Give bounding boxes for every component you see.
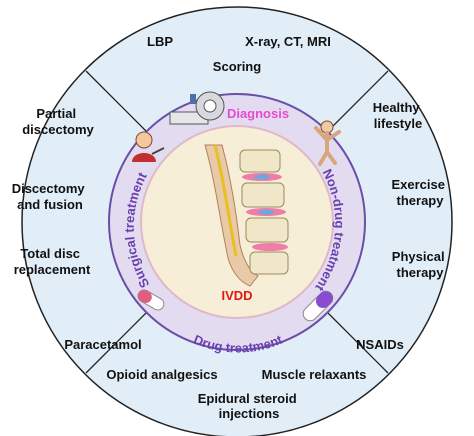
drug-item: Opioid analgesics bbox=[106, 367, 217, 382]
drug-item: NSAIDs bbox=[356, 337, 404, 352]
surgical-item: Total disc replacement bbox=[14, 246, 91, 277]
spine-illustration bbox=[204, 144, 289, 287]
drug-item: Epidural steroid injections bbox=[198, 391, 301, 421]
capsule-icon bbox=[137, 289, 165, 311]
drug-item: Muscle relaxants bbox=[262, 367, 367, 382]
diagnosis-label: Diagnosis bbox=[227, 106, 289, 121]
diagnosis-item: Scoring bbox=[213, 59, 261, 74]
scanner-icon bbox=[169, 91, 225, 125]
doctor-icon bbox=[132, 131, 165, 162]
non-drug-item: Physical therapy bbox=[392, 249, 448, 280]
non-drug-item: Exercise therapy bbox=[391, 177, 448, 208]
exercise-person-icon bbox=[314, 120, 341, 166]
diagnosis-item: X-ray, CT, MRI bbox=[245, 34, 331, 49]
diagnosis-item: LBP bbox=[147, 34, 173, 49]
drug-item: Paracetamol bbox=[64, 337, 141, 352]
non-drug-item: Healthy lifestyle bbox=[373, 100, 424, 131]
surgical-item: Partial discectomy bbox=[22, 106, 94, 137]
surgical-item: Discectomy and fusion bbox=[12, 181, 89, 212]
center-label: IVDD bbox=[221, 288, 252, 303]
capsule-icon bbox=[302, 290, 334, 322]
